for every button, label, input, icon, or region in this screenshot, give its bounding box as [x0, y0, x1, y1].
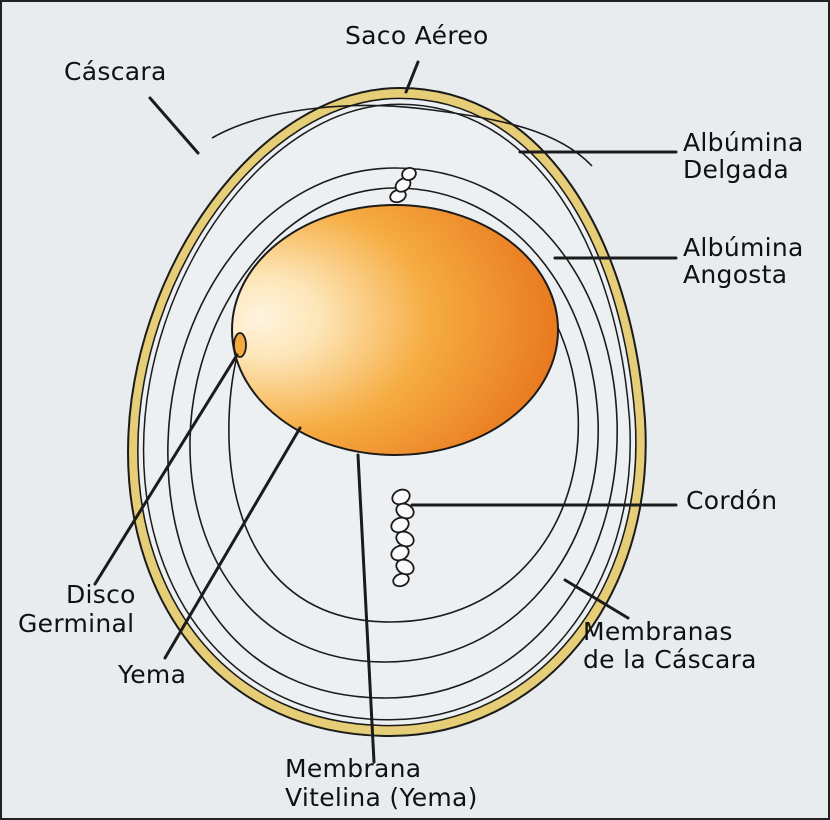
label-disco-germinal-line2: Germinal	[18, 609, 134, 638]
label-yema: Yema	[117, 660, 186, 689]
label-membrana-vitelina-line1: Membrana	[285, 754, 421, 783]
label-membrana-vitelina-line2: Vitelina (Yema)	[285, 783, 478, 812]
label-membranas-cascara-line1: Membranas	[583, 617, 733, 646]
label-albumina-angosta-line1: Albúmina	[683, 233, 804, 262]
label-cascara: Cáscara	[64, 57, 167, 86]
label-membranas-cascara-line2: de la Cáscara	[583, 645, 757, 674]
label-albumina-angosta-line2: Angosta	[683, 260, 787, 289]
label-albumina-delgada-line2: Delgada	[683, 155, 789, 184]
label-saco-aereo: Saco Aéreo	[345, 21, 489, 50]
label-disco-germinal-line1: Disco	[66, 580, 136, 609]
germinal-disc	[234, 333, 246, 357]
label-albumina-delgada-line1: Albúmina	[683, 128, 804, 157]
label-cordon: Cordón	[686, 486, 777, 515]
yolk	[232, 205, 558, 455]
